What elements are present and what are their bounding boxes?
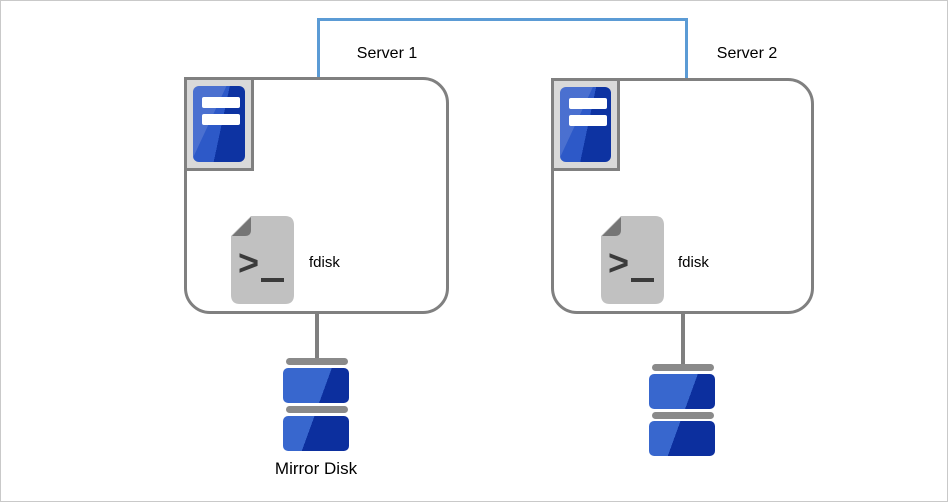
- server-tower-body: [193, 86, 245, 162]
- server1-disk-connector: [315, 312, 319, 359]
- server1-label: Server 1: [356, 45, 418, 62]
- server-link-line-horizontal: [317, 18, 688, 21]
- server2-tower-icon: [551, 78, 620, 171]
- server2-label: Server 2: [716, 45, 778, 62]
- disk-platter: [283, 368, 349, 403]
- server2-tool-label: fdisk: [678, 254, 709, 271]
- server-tower-slot: [569, 98, 607, 109]
- disk-platter: [283, 416, 349, 451]
- server-tower-body: [560, 87, 611, 162]
- disk-separator: [652, 364, 714, 371]
- terminal-prompt-glyph: >: [608, 242, 629, 283]
- disk-separator: [286, 406, 348, 413]
- server2-terminal-file-icon: >: [601, 216, 664, 304]
- server-tower-slot: [202, 97, 240, 108]
- server1-tool-label: fdisk: [309, 254, 340, 271]
- disk-separator: [286, 358, 348, 365]
- terminal-prompt-glyph: >: [238, 242, 259, 283]
- server1-terminal-file-icon: >: [231, 216, 294, 304]
- server-tower-slot: [202, 114, 240, 125]
- server2-disk-connector: [681, 312, 685, 365]
- terminal-underscore-glyph: [261, 278, 284, 282]
- disk-platter: [649, 421, 715, 456]
- server-tower-slot: [569, 115, 607, 126]
- disk1-label: Mirror Disk: [274, 459, 358, 478]
- terminal-underscore-glyph: [631, 278, 654, 282]
- server1-tower-icon: [184, 77, 254, 171]
- server-link-line-left: [317, 18, 320, 78]
- server-link-line-right: [685, 18, 688, 79]
- disk-platter: [649, 374, 715, 409]
- disk-separator: [652, 412, 714, 419]
